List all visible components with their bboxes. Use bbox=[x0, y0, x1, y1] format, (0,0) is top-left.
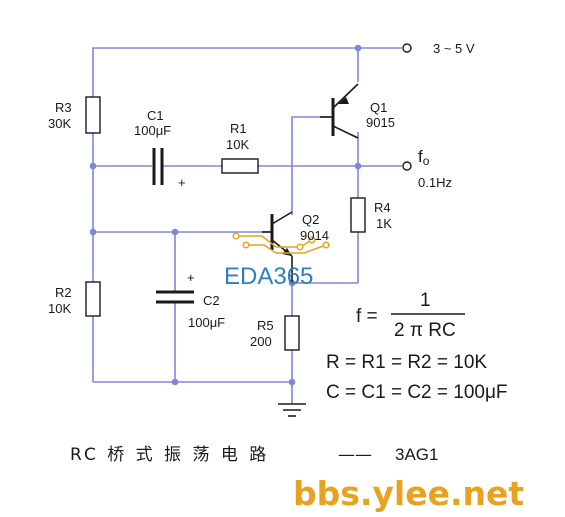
transistor-q1 bbox=[320, 83, 359, 139]
q1-ref: Q1 bbox=[370, 100, 387, 115]
node bbox=[89, 162, 97, 170]
junctions bbox=[89, 44, 362, 386]
r1-value: 10K bbox=[226, 137, 249, 152]
capacitor-c2 bbox=[156, 290, 194, 304]
q2-value: 9014 bbox=[300, 228, 329, 243]
formula-f-lhs: f = bbox=[356, 306, 378, 327]
c2-ref: C2 bbox=[203, 293, 220, 308]
ground-symbol bbox=[278, 403, 306, 417]
wires bbox=[92, 47, 402, 404]
formula-frequency: f = 1 2 π RC bbox=[356, 290, 465, 341]
eda365-logo-graphic bbox=[232, 232, 330, 254]
c2-value: 100μF bbox=[188, 315, 225, 330]
r5-ref: R5 bbox=[257, 318, 274, 333]
node bbox=[354, 44, 362, 52]
resistor-r1 bbox=[221, 158, 259, 174]
caption-title: RC 桥 式 振 荡 电 路 bbox=[70, 445, 269, 465]
supply-label: 3 ~ 5 V bbox=[433, 41, 475, 56]
r3-value: 30K bbox=[48, 116, 71, 131]
resistor-r4 bbox=[350, 197, 366, 233]
c1-ref: C1 bbox=[147, 108, 164, 123]
output-label: fo bbox=[418, 147, 430, 168]
r5-value: 200 bbox=[250, 334, 272, 349]
r1-ref: R1 bbox=[230, 121, 247, 136]
formula-f-numerator: 1 bbox=[420, 290, 431, 311]
node bbox=[89, 228, 97, 236]
node bbox=[171, 228, 179, 236]
r4-ref: R4 bbox=[374, 200, 391, 215]
resistor-r3 bbox=[85, 96, 101, 134]
q2-collector-to-q1-base bbox=[291, 116, 333, 215]
resistor-r2 bbox=[85, 281, 101, 317]
node bbox=[171, 378, 179, 386]
eda365-watermark: EDA365 bbox=[224, 263, 313, 290]
r4-value: 1K bbox=[376, 216, 392, 231]
formula-r: R = R1 = R2 = 10K bbox=[326, 352, 487, 373]
formula-c: C = C1 = C2 = 100μF bbox=[326, 382, 508, 403]
resistor-r5 bbox=[284, 315, 300, 351]
r2-ref: R2 bbox=[55, 285, 72, 300]
caption-dash: —— bbox=[338, 445, 372, 465]
caption-code: 3AG1 bbox=[395, 445, 438, 464]
q2-ref: Q2 bbox=[302, 212, 319, 227]
output-frequency: 0.1Hz bbox=[418, 175, 452, 190]
node bbox=[288, 378, 296, 386]
node bbox=[354, 162, 362, 170]
c1-polarity: + bbox=[178, 175, 186, 190]
q1-value: 9015 bbox=[366, 115, 395, 130]
capacitor-c1 bbox=[152, 148, 164, 185]
c1-value: 100μF bbox=[134, 123, 171, 138]
output-terminal bbox=[402, 161, 412, 171]
c2-polarity: + bbox=[187, 270, 195, 285]
r2-value: 10K bbox=[48, 301, 71, 316]
r3-ref: R3 bbox=[55, 100, 72, 115]
bbs-watermark: bbs.ylee.net bbox=[293, 474, 524, 513]
top-rail bbox=[92, 47, 358, 97]
formula-f-denominator: 2 π RC bbox=[394, 320, 456, 341]
vcc-terminal bbox=[402, 43, 412, 53]
